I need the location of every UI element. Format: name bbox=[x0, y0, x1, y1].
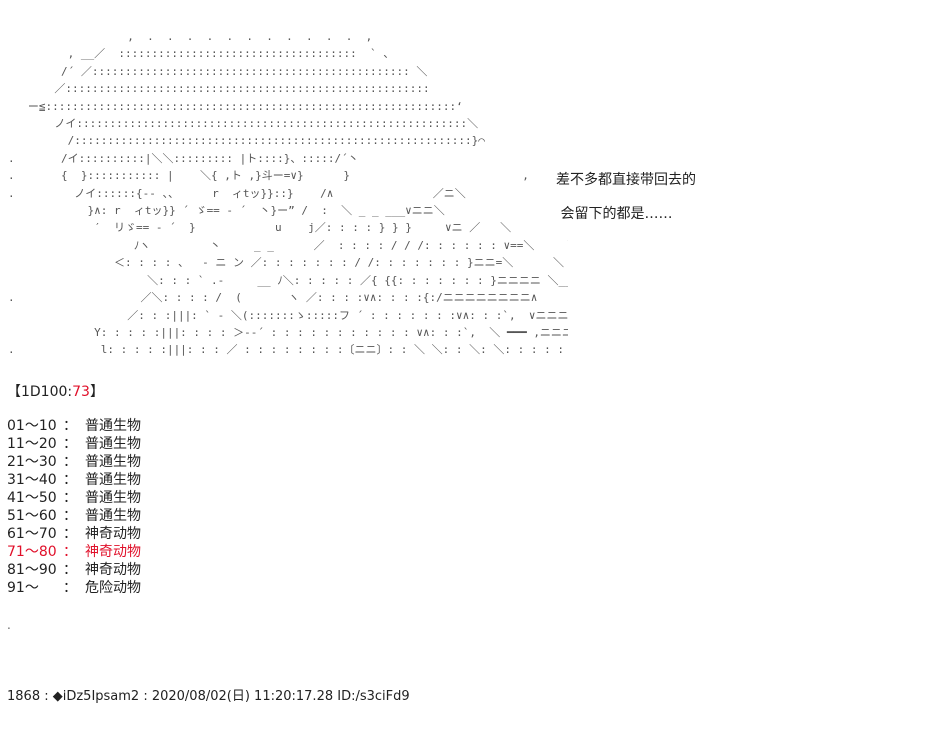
result-cell: 神奇动物 bbox=[85, 562, 141, 578]
table-row: 01～10 ： 普通生物 bbox=[7, 417, 141, 435]
table-row: 41～50 ： 普通生物 bbox=[7, 489, 141, 507]
table-row: 71～80 ： 神奇动物 bbox=[7, 543, 141, 561]
range-cell: 31～40 bbox=[7, 472, 57, 488]
separator-cell: ： bbox=[63, 562, 77, 578]
ascii-art-line: . ノイ::::::{-‐ 、、 r ィtッ}}::} /∧ ／ニ＼ bbox=[8, 186, 466, 200]
result-cell: 普通生物 bbox=[85, 436, 141, 452]
result-cell: 神奇动物 bbox=[85, 544, 141, 560]
result-cell: 神奇动物 bbox=[85, 526, 141, 542]
ascii-art-line: ノイ::::::::::::::::::::::::::::::::::::::… bbox=[8, 117, 479, 131]
ascii-art-line: . { }::::::::::: | ＼{ ,ト ,}斗ー=∨} } , bbox=[8, 169, 529, 183]
table-row: 21～30 ： 普通生物 bbox=[7, 453, 141, 471]
post-footer: 1868 : ◆iDz5Ipsam2 : 2020/08/02(日) 11:20… bbox=[7, 689, 410, 704]
ascii-art-line: . /イ::::::::::|＼＼::::::::: |ト::::}、:::::… bbox=[8, 151, 359, 165]
separator-cell: ： bbox=[63, 436, 77, 452]
ascii-art-line: . ／＼: : : : / ( ヽ ／: : : :∨∧: : : :{:/ニニ… bbox=[8, 291, 538, 305]
table-row: 81～90 ： 神奇动物 bbox=[7, 561, 141, 579]
range-cell: 91～ bbox=[7, 580, 39, 596]
ascii-art-line: ／: : :|||: ` - ＼(:::::::ゝ:::::フ ´ : : : … bbox=[8, 308, 568, 322]
range-cell: 21～30 bbox=[7, 454, 57, 470]
ascii-art-line: Y: : : : :|||: : : : ＞-‐´ : : : : : : : … bbox=[8, 325, 568, 339]
range-cell: 11～20 bbox=[7, 436, 57, 452]
separator-cell: ： bbox=[63, 418, 77, 434]
separator-cell: ： bbox=[63, 526, 77, 542]
range-cell: 51～60 bbox=[7, 508, 57, 524]
separator-cell: ： bbox=[63, 544, 77, 560]
ascii-art-line: , __／ ::::::::::::::::::::::::::::::::::… bbox=[8, 47, 395, 61]
ascii-art-line: ＼: : : ` .- __ ﾉ＼: : : : : ／{ {{: : : : … bbox=[8, 273, 568, 287]
result-cell: 普通生物 bbox=[85, 418, 141, 434]
separator-cell: ： bbox=[63, 580, 77, 596]
range-cell: 01～10 bbox=[7, 418, 57, 434]
separator-dot: . bbox=[7, 618, 11, 632]
table-row: 61～70 ： 神奇动物 bbox=[7, 525, 141, 543]
ascii-art-line: , . . . . . . . . . . . , bbox=[8, 30, 373, 43]
ascii-art-line: . l: : : : :|||: : : ／ : : : : : : : :〔ニ… bbox=[8, 343, 568, 357]
ascii-art-line: ′ リゞ== ‐ ´ } u j／: : : : } } } ∨ニ ／ ＼ bbox=[8, 221, 512, 235]
speech-line-1: 差不多都直接带回去的 bbox=[556, 172, 696, 188]
ascii-art-line: ﾉヽ 丶 _ _ ／ : : : : / / /: : : : : : ∨==＼… bbox=[8, 238, 568, 252]
ascii-art-line: /´ ／::::::::::::::::::::::::::::::::::::… bbox=[8, 64, 428, 78]
ascii-art-line: ＜: : : : 、 ‐ ニ ン ／: : : : : : : / /: : :… bbox=[8, 256, 564, 270]
range-cell: 61～70 bbox=[7, 526, 57, 542]
range-cell: 71～80 bbox=[7, 544, 57, 560]
roll-value: 73 bbox=[72, 384, 90, 400]
table-row: 31～40 ： 普通生物 bbox=[7, 471, 141, 489]
roll-table: 01～10 ： 普通生物 11～20 ： 普通生物 21～30 ： 普通生物 31～40 ： 普通生物… bbox=[7, 417, 141, 597]
separator-cell: ： bbox=[63, 472, 77, 488]
separator-cell: ： bbox=[63, 454, 77, 470]
speech-line-2: 会留下的都是…… bbox=[556, 206, 673, 222]
ascii-art-line: ／:::::::::::::::::::::::::::::::::::::::… bbox=[8, 82, 430, 96]
roll-prefix: 【1D100: bbox=[7, 384, 73, 400]
range-cell: 81～90 bbox=[7, 562, 57, 578]
result-cell: 危险动物 bbox=[85, 580, 141, 596]
ascii-art-line: /:::::::::::::::::::::::::::::::::::::::… bbox=[8, 134, 485, 148]
result-cell: 普通生物 bbox=[85, 472, 141, 488]
result-cell: 普通生物 bbox=[85, 490, 141, 506]
table-row: 11～20 ： 普通生物 bbox=[7, 435, 141, 453]
ascii-art-line: }∧: r ィtッ}} ´ ゞ== ‐ ´ 丶}ー” / : ＼ _ _ ___… bbox=[8, 204, 445, 218]
speech-text: 差不多都直接带回去的 会留下的都是…… bbox=[556, 163, 696, 231]
result-cell: 普通生物 bbox=[85, 508, 141, 524]
dice-roll-result: 【1D100:73】 bbox=[7, 381, 104, 401]
range-cell: 41～50 bbox=[7, 490, 57, 506]
table-row: 91～ ： 危险动物 bbox=[7, 579, 141, 597]
ascii-art-line: ー≦::::::::::::::::::::::::::::::::::::::… bbox=[8, 99, 463, 113]
ascii-art: , . . . . . . . . . . . , , __／ ::::::::… bbox=[8, 28, 568, 373]
result-cell: 普通生物 bbox=[85, 454, 141, 470]
separator-cell: ： bbox=[63, 508, 77, 524]
table-row: 51～60 ： 普通生物 bbox=[7, 507, 141, 525]
separator-cell: ： bbox=[63, 490, 77, 506]
roll-suffix: 】 bbox=[89, 384, 104, 400]
